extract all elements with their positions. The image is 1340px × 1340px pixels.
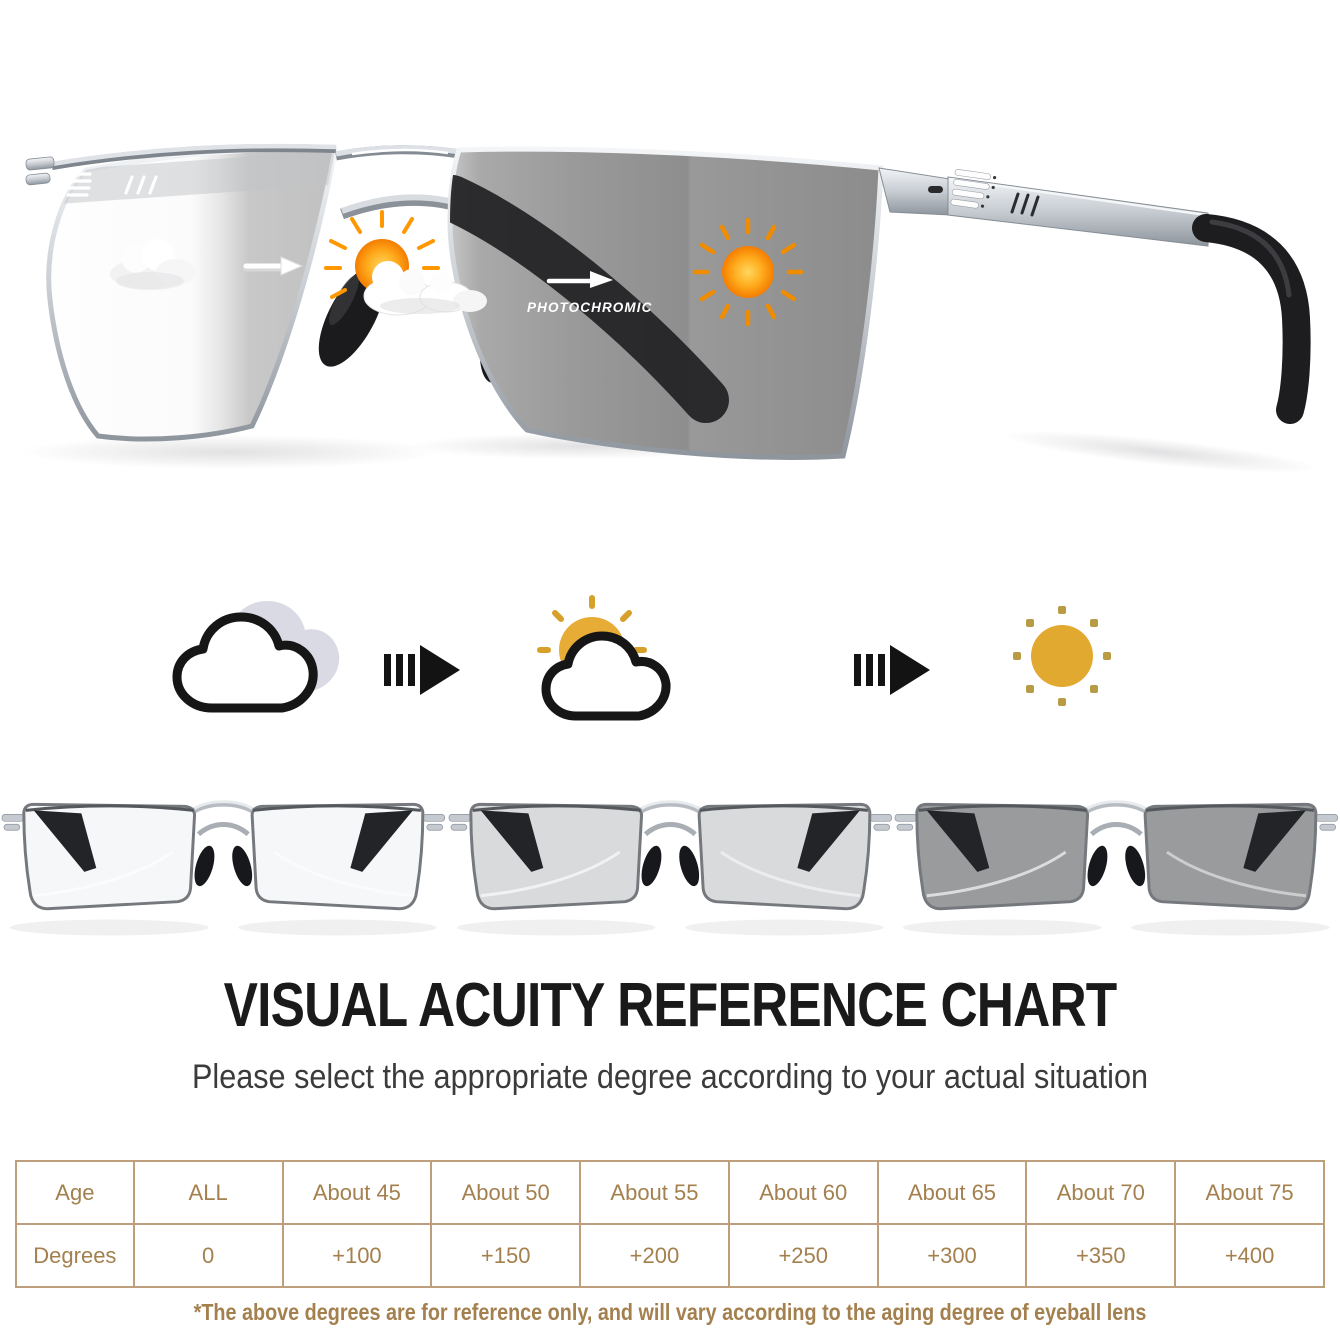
bridge <box>335 145 466 220</box>
partly-sunny-icon <box>537 595 671 721</box>
glasses-dark-tint-lens <box>893 763 1340 958</box>
weather-transition-row <box>172 595 1111 721</box>
partly-sunny-bridge-icon <box>324 210 487 316</box>
arrow-right-in-lens-icon <box>242 256 304 276</box>
arrow-right-in-dark-lens-icon <box>546 271 613 288</box>
right-temple-arm <box>878 167 1311 424</box>
temple-ear-tip <box>1192 214 1311 424</box>
temple-through-lens <box>450 175 729 423</box>
age-cell: About 60 <box>727 1160 879 1225</box>
table-row-age: Age ALL About 45 About 50 About 55 About… <box>15 1160 1325 1225</box>
degree-cell: +400 <box>1174 1223 1325 1288</box>
hero-right-lens: PHOTOCHROMIC <box>447 146 884 460</box>
hero-left-lens <box>46 146 338 442</box>
glasses-medium-tint-lens <box>447 763 894 958</box>
brow-bar <box>51 143 337 170</box>
arrow-right-icon <box>854 645 930 695</box>
vent-slits-left <box>66 172 158 197</box>
hero-product-photo: PHOTOCHROMIC <box>20 143 1320 474</box>
left-hinge <box>25 156 55 186</box>
age-cell: About 70 <box>1025 1160 1177 1225</box>
age-cell: About 55 <box>579 1160 730 1225</box>
row-header-degrees: Degrees <box>15 1223 135 1288</box>
age-cell: ALL <box>132 1160 284 1225</box>
disclaimer-note: *The above degrees are for reference onl… <box>193 1299 1147 1325</box>
vent-slits-temple <box>950 169 997 209</box>
cloud-in-lens-icon <box>110 239 196 290</box>
degree-cell: +200 <box>579 1223 730 1288</box>
age-cell: About 75 <box>1174 1160 1325 1225</box>
age-cell: About 50 <box>430 1160 582 1225</box>
row-header-age: Age <box>15 1160 135 1225</box>
degree-cell: +250 <box>727 1223 879 1288</box>
sun-in-lens-icon <box>692 217 804 327</box>
degree-reference-table: Age ALL About 45 About 50 About 55 About… <box>15 1160 1325 1288</box>
degree-cell: +100 <box>281 1223 433 1288</box>
degree-cell: 0 <box>132 1223 284 1288</box>
photochromic-label: PHOTOCHROMIC <box>527 300 652 315</box>
sunny-icon <box>1013 606 1111 706</box>
lens-reflection-band <box>58 150 335 204</box>
age-cell: About 45 <box>281 1160 433 1225</box>
glasses-clear-lens <box>0 763 447 958</box>
arrow-right-icon <box>384 645 460 695</box>
degree-cell: +300 <box>876 1223 1028 1288</box>
page-title: VISUAL ACUITY REFERENCE CHART <box>223 971 1118 1040</box>
degree-cell: +350 <box>1025 1223 1177 1288</box>
age-cell: About 65 <box>876 1160 1028 1225</box>
degree-cell: +150 <box>430 1223 582 1288</box>
lens-state-comparison-row <box>0 763 1340 958</box>
table-row-degrees: Degrees 0 +100 +150 +200 +250 +300 +350 … <box>15 1223 1325 1288</box>
page-subtitle: Please select the appropriate degree acc… <box>192 1058 1148 1096</box>
cloudy-icon <box>172 601 340 713</box>
